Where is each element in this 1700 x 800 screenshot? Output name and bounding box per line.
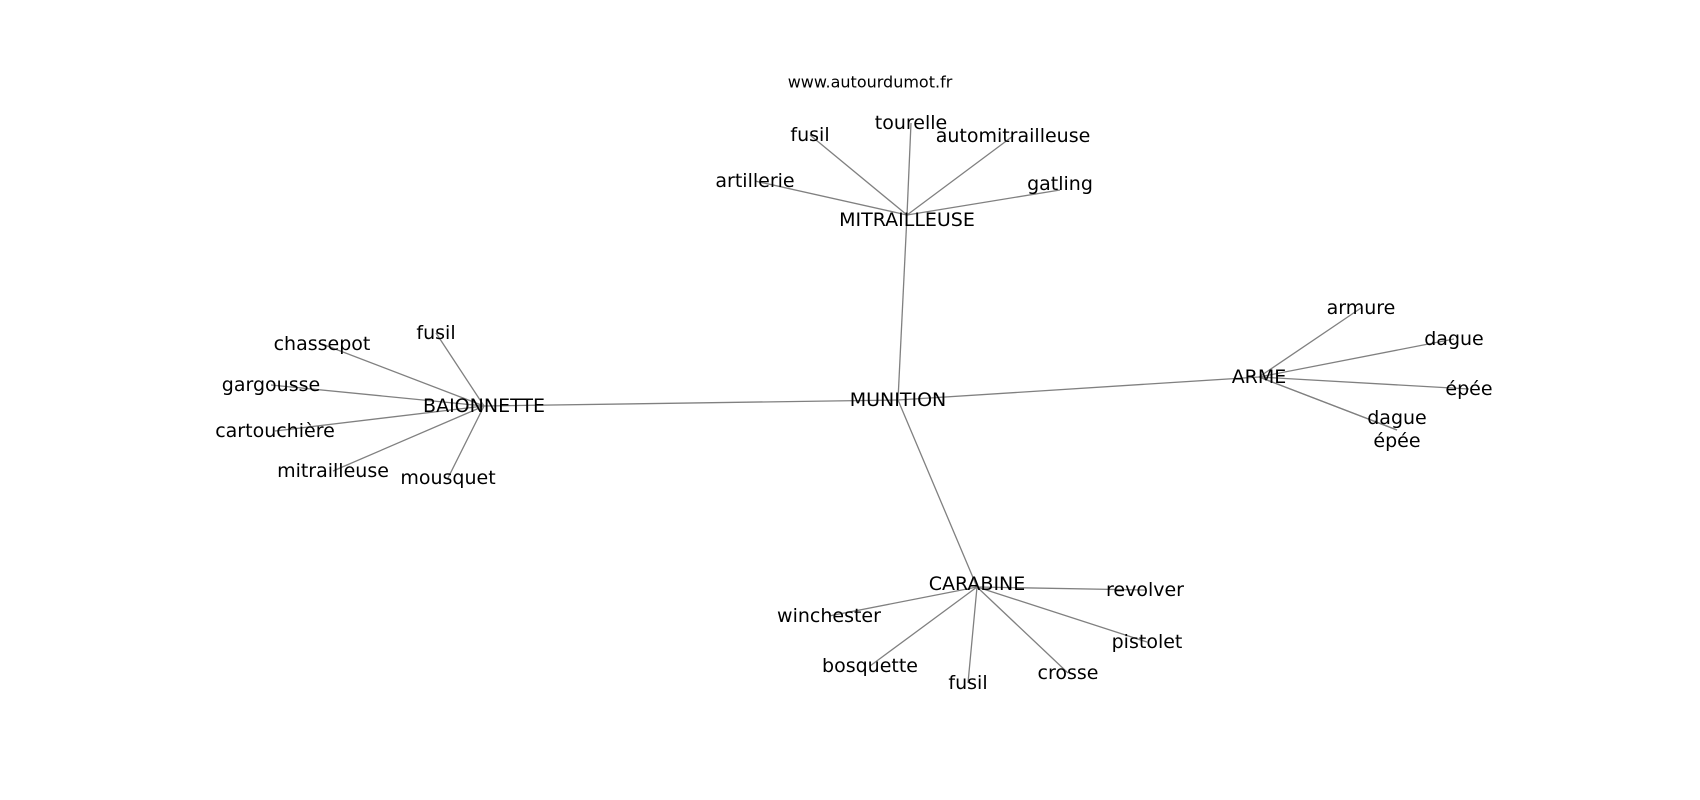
node-munition[interactable]: MUNITION xyxy=(850,389,947,411)
edge-carabine-c_fusil xyxy=(967,586,978,684)
node-c-revolver[interactable]: revolver xyxy=(1106,579,1184,601)
edge-munition-baionnette xyxy=(483,399,899,407)
node-a-dague2[interactable]: dague xyxy=(1367,407,1427,429)
edges-group xyxy=(270,122,1470,684)
node-c-bosquette[interactable]: bosquette xyxy=(822,655,918,677)
node-b-fusil[interactable]: fusil xyxy=(416,322,455,344)
node-b-mitrailleuse[interactable]: mitrailleuse xyxy=(277,460,389,482)
edge-arme-a_armure xyxy=(1258,307,1362,378)
edge-mitrailleuse_hub-m_automitrailleuse xyxy=(906,135,1014,216)
edge-baionnette-b_chassepot xyxy=(321,343,485,407)
node-baionnette[interactable]: BAIONNETTE xyxy=(423,395,545,417)
edge-arme-a_epee2 xyxy=(1258,376,1398,431)
node-a-armure[interactable]: armure xyxy=(1327,297,1396,319)
node-m-artillerie[interactable]: artillerie xyxy=(715,170,794,192)
node-a-epee2[interactable]: épée xyxy=(1373,430,1420,452)
edge-baionnette-b_cartouchiere xyxy=(274,405,485,432)
node-c-fusil[interactable]: fusil xyxy=(948,672,987,694)
edge-mitrailleuse_hub-m_fusil xyxy=(809,134,908,216)
edge-baionnette-b_mousquet xyxy=(447,405,485,479)
node-b-cartouchiere[interactable]: cartouchière xyxy=(215,420,335,442)
node-m-automitrailleuse[interactable]: automitrailleuse xyxy=(936,125,1091,147)
edge-munition-mitrailleuse_hub xyxy=(897,214,908,401)
edge-arme-a_dague xyxy=(1258,338,1455,378)
edge-munition-carabine xyxy=(897,399,978,588)
source-url: www.autourdumot.fr xyxy=(788,73,953,92)
node-a-epee[interactable]: épée xyxy=(1445,378,1492,400)
node-c-crosse[interactable]: crosse xyxy=(1038,662,1099,684)
edge-mitrailleuse_hub-m_artillerie xyxy=(754,180,908,216)
node-c-winchester[interactable]: winchester xyxy=(777,605,881,627)
edge-baionnette-b_gargousse xyxy=(270,384,485,407)
edge-carabine-c_pistolet xyxy=(976,586,1148,643)
node-arme[interactable]: ARME xyxy=(1232,366,1287,388)
edge-carabine-c_winchester xyxy=(828,586,978,617)
node-m-fusil[interactable]: fusil xyxy=(790,124,829,146)
node-b-gargousse[interactable]: gargousse xyxy=(222,374,320,396)
node-c-pistolet[interactable]: pistolet xyxy=(1112,631,1183,653)
edge-carabine-c_crosse xyxy=(976,586,1069,674)
edge-munition-arme xyxy=(897,376,1260,401)
node-m-gatling[interactable]: gatling xyxy=(1027,173,1093,195)
edge-mitrailleuse_hub-m_tourelle xyxy=(906,122,912,216)
node-carabine[interactable]: CARABINE xyxy=(929,573,1026,595)
node-mitrailleuse-hub[interactable]: MITRAILLEUSE xyxy=(839,209,975,231)
node-a-dague[interactable]: dague xyxy=(1424,328,1484,350)
nodes-group: MUNITION MITRAILLEUSE BAIONNETTE ARME CARABI… xyxy=(215,112,1492,694)
edge-baionnette-b_mitrailleuse xyxy=(332,405,485,472)
node-m-tourelle[interactable]: tourelle xyxy=(875,112,947,134)
edge-mitrailleuse_hub-m_gatling xyxy=(906,189,1061,216)
node-b-chassepot[interactable]: chassepot xyxy=(274,333,371,355)
edge-carabine-c_bosquette xyxy=(869,586,978,667)
node-b-mousquet[interactable]: mousquet xyxy=(400,467,495,489)
edge-baionnette-b_fusil xyxy=(435,332,485,407)
edge-arme-a_epee xyxy=(1258,376,1470,390)
edge-carabine-c_revolver xyxy=(976,586,1146,591)
